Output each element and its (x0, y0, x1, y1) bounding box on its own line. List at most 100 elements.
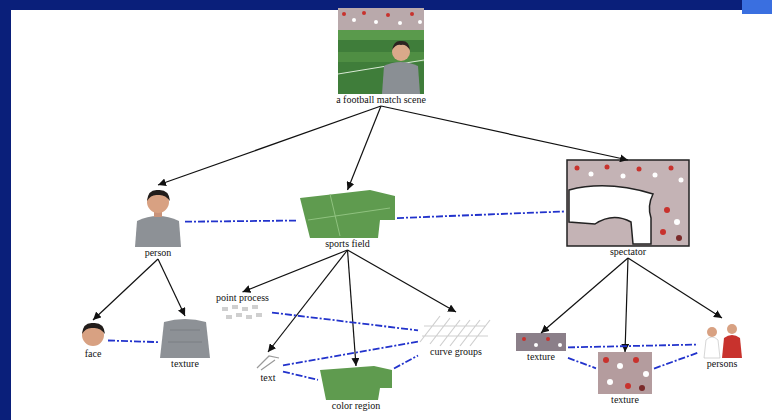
image-area (516, 333, 566, 351)
node-label: text (255, 372, 281, 384)
point-process-patch (222, 307, 228, 311)
relation-link (108, 340, 158, 342)
spectator-photo (679, 178, 684, 183)
spectator-photo (589, 172, 594, 177)
point-process-patch (242, 307, 248, 311)
crowd-texture-patch (598, 352, 652, 394)
shirt-texture-patch (160, 319, 210, 358)
scene-photo (398, 21, 402, 25)
node-label: spectator (567, 246, 689, 258)
parse-node: texture (596, 352, 654, 406)
shirt-texture-patch (160, 319, 210, 358)
crowd-texture-patch (633, 357, 639, 363)
node-label: sports field (300, 238, 395, 250)
spectator-photo (669, 166, 674, 171)
point-process-patch (222, 305, 262, 319)
scene-photo (338, 8, 424, 30)
point-process-patch (246, 315, 252, 319)
scene-photo (418, 20, 422, 24)
persons-patch (704, 337, 720, 358)
point-process-patch (256, 313, 262, 317)
node-label: texture (160, 358, 210, 370)
image-area (160, 316, 210, 358)
crowd-texture-patch (639, 385, 645, 391)
decomposition-arrow (158, 259, 185, 316)
image-area (700, 318, 744, 358)
parse-node: sports field (298, 190, 397, 250)
crowd-texture-patch (607, 379, 613, 385)
image-area (133, 185, 183, 247)
image-area (80, 320, 106, 348)
crowd-texture-patch (643, 371, 649, 377)
image-area (215, 304, 270, 326)
relation-link (185, 221, 298, 222)
node-label: a football match scene (336, 94, 426, 106)
image-area (338, 8, 424, 94)
decomposition-arrow (93, 259, 158, 320)
persons-patch (727, 324, 737, 334)
crowd-texture-patch (598, 352, 652, 394)
crowd-texture-patch (625, 383, 631, 389)
point-process-patch (232, 305, 238, 309)
parse-node: texture (158, 316, 212, 370)
persons-patch (722, 335, 742, 358)
decomposition-arrow (625, 258, 628, 352)
parse-node: face (78, 320, 108, 360)
scene-photo (352, 18, 356, 22)
scene-photo (342, 12, 346, 16)
parse-node: persons (698, 318, 746, 370)
scene-photo (386, 13, 390, 17)
relation-link (568, 358, 596, 368)
slide-frame (742, 0, 772, 14)
slide-frame (0, 0, 11, 420)
crowd-texture-patch (516, 333, 566, 351)
decomposition-arrow (268, 250, 348, 352)
field-line-patch (257, 356, 279, 370)
decomposition-arrow (628, 258, 722, 318)
relation-link (272, 313, 418, 331)
crowd-texture-patch (558, 343, 562, 347)
parse-node: spectator (565, 160, 691, 258)
decomposition-arrow (158, 106, 381, 185)
parse-node: color region (318, 366, 394, 412)
spectator-photo (567, 160, 689, 246)
image-area (567, 160, 689, 246)
spectator-photo (660, 229, 666, 235)
relation-link (394, 356, 418, 369)
relation-link (654, 353, 698, 369)
parse-node: person (131, 185, 185, 259)
relation-link (397, 211, 565, 218)
spectator-photo (605, 165, 610, 170)
point-process-patch (236, 313, 242, 317)
node-label: color region (320, 400, 392, 412)
face-patch (82, 323, 105, 334)
crowd-texture-patch (516, 333, 566, 351)
parse-node: curve groups (418, 312, 494, 358)
spectator-photo (637, 167, 642, 172)
color-region-patch (320, 366, 392, 400)
scene-photo (374, 20, 378, 24)
relation-link (568, 345, 698, 348)
node-label: texture (598, 394, 652, 406)
shirt-texture-patch (168, 330, 202, 342)
spectator-photo (621, 174, 626, 179)
scene-photo (338, 52, 424, 62)
node-label: persons (700, 358, 744, 370)
person-photo (135, 190, 181, 247)
curve-group-patch (420, 316, 490, 346)
scene-photo (382, 62, 420, 94)
point-process-patch (226, 315, 232, 319)
curve-group-patch (420, 316, 490, 346)
parse-node: point process (213, 292, 272, 326)
node-label: face (80, 348, 106, 360)
field-line-patch (257, 356, 279, 370)
sports-field-region (300, 190, 395, 238)
node-label: point process (215, 292, 270, 304)
sports-field-region (308, 194, 390, 236)
image-area (598, 352, 652, 394)
crowd-texture-patch (522, 337, 526, 341)
decomposition-arrow (541, 258, 628, 333)
